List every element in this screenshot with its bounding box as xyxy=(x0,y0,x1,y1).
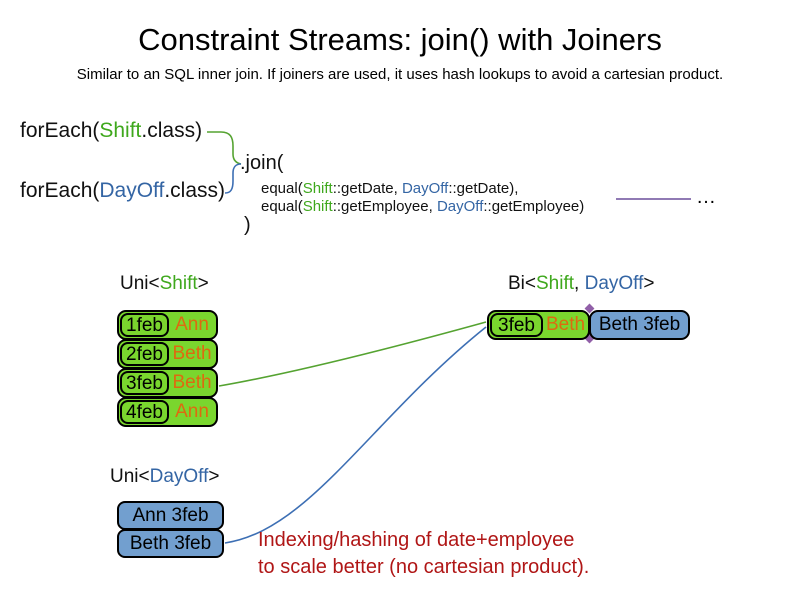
dayoff-row: Beth 3feb xyxy=(117,529,224,558)
code-join-open: .join( xyxy=(240,152,284,174)
shift-class-token: Shift xyxy=(302,198,333,215)
label-text: > xyxy=(643,273,655,294)
table-row: 3feb Beth xyxy=(117,368,218,398)
bi-label: Bi<Shift, DayOff> xyxy=(508,273,654,295)
shift-date-cell: 3feb xyxy=(120,371,169,395)
label-text: , xyxy=(574,273,585,294)
dayoff-type-token: DayOff xyxy=(584,273,644,294)
code-text: .class) xyxy=(141,119,203,142)
code-joiner-date: equal(Shift::getDate, DayOff::getDate), xyxy=(261,180,518,197)
uni-shift-label: Uni<Shift> xyxy=(120,273,209,295)
code-text: forEach( xyxy=(20,179,100,202)
label-text: Bi< xyxy=(508,273,536,294)
label-text: > xyxy=(208,466,220,487)
shift-date-cell: 2feb xyxy=(120,342,169,366)
code-foreach-shift: forEach(Shift.class) xyxy=(20,119,202,143)
match-line-dayoff-icon xyxy=(224,326,487,544)
code-text: forEach( xyxy=(20,119,100,142)
shift-date-cell: 1feb xyxy=(120,313,169,337)
annotation-line-2: to scale better (no cartesian product). xyxy=(258,556,590,578)
shift-type-token: Shift xyxy=(159,273,198,294)
shift-date-cell: 3feb xyxy=(490,313,543,337)
shift-employee-cell: Beth xyxy=(172,372,212,393)
dayoff-class-token: DayOff xyxy=(99,179,165,202)
code-foreach-dayoff: forEach(DayOff.class) xyxy=(20,179,225,203)
label-text: > xyxy=(197,273,209,294)
brace-connector-shift-icon xyxy=(207,131,242,165)
shift-employee-cell: Beth xyxy=(545,314,586,335)
more-joiners-ellipsis: … xyxy=(696,186,716,208)
shift-class-token: Shift xyxy=(99,119,142,142)
code-text: ::getEmployee, xyxy=(332,198,437,215)
code-text: .class) xyxy=(164,179,226,202)
bi-row-shift-part: 3feb Beth xyxy=(487,310,590,340)
shift-date-cell: 4feb xyxy=(120,400,169,424)
subtitle: Similar to an SQL inner join. If joiners… xyxy=(76,66,724,83)
dayoff-row: Ann 3feb xyxy=(117,501,224,530)
bi-row-dayoff-part: Beth 3feb xyxy=(589,310,690,340)
code-text: equal( xyxy=(261,180,303,197)
label-text: Uni< xyxy=(120,273,160,294)
code-text: ::getDate, xyxy=(332,180,402,197)
annotation-line-1: Indexing/hashing of date+employee xyxy=(258,529,575,551)
dayoff-class-token: DayOff xyxy=(401,180,449,197)
shift-employee-cell: Beth xyxy=(172,343,212,364)
label-text: Uni< xyxy=(110,466,150,487)
table-row: 1feb Ann xyxy=(117,310,218,340)
shift-type-token: Shift xyxy=(536,273,575,294)
code-join-close: ) xyxy=(244,214,251,236)
page-title: Constraint Streams: join() with Joiners xyxy=(138,22,662,57)
shift-class-token: Shift xyxy=(302,180,333,197)
code-text: ::getDate), xyxy=(448,180,519,197)
uni-dayoff-label: Uni<DayOff> xyxy=(110,466,220,488)
shift-employee-cell: Ann xyxy=(175,401,209,422)
code-joiner-employee: equal(Shift::getEmployee, DayOff::getEmp… xyxy=(261,198,584,215)
match-line-shift-icon xyxy=(218,321,487,387)
code-text: ::getEmployee) xyxy=(483,198,585,215)
table-row: 4feb Ann xyxy=(117,397,218,427)
dayoff-type-token: DayOff xyxy=(149,466,209,487)
code-text: equal( xyxy=(261,198,303,215)
brace-connector-dayoff-icon xyxy=(224,163,242,194)
dayoff-class-token: DayOff xyxy=(436,198,484,215)
shift-employee-cell: Ann xyxy=(175,314,209,335)
table-row: 2feb Beth xyxy=(117,339,218,369)
